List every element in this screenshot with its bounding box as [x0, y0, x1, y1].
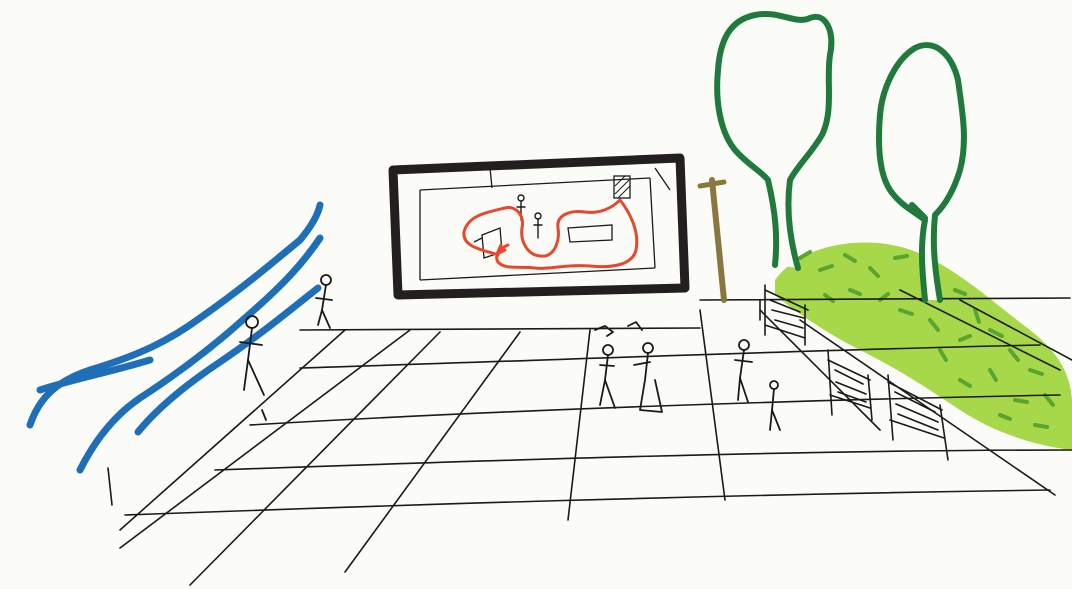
- building-window: [393, 158, 685, 295]
